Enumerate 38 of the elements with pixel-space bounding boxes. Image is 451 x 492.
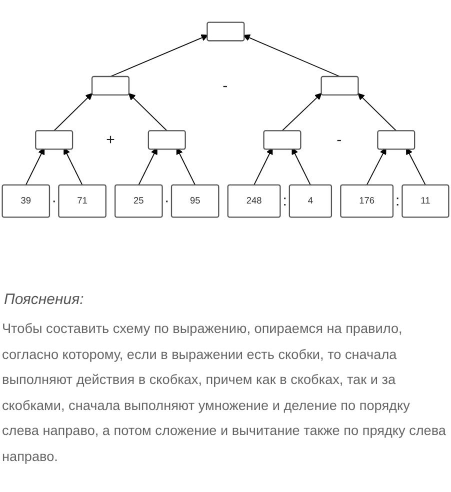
number-box: 71 (58, 184, 106, 218)
arrow (128, 93, 168, 132)
answer-box (377, 130, 416, 150)
operator-sign: - (336, 132, 342, 148)
arrow (110, 34, 208, 77)
arrow (176, 148, 196, 186)
explanation-text: Чтобы составить схему по выражению, опираемся на правило, согласно которому, если в выражении есть скобки, то сначала выполняют действия в скобках, причем как в скобках, так и за скобками, сначала выполняют умножение и деление по порядку слева направо, а потом сложение и вычитание также по прядку слева направо. (2, 320, 447, 466)
answer-box (148, 130, 186, 150)
arrow (25, 148, 45, 186)
arrow (243, 34, 340, 77)
arrow (282, 92, 322, 132)
arrow (254, 148, 273, 186)
operator-sign: + (106, 132, 115, 148)
arrow (54, 93, 93, 132)
number-box: 248 (227, 184, 281, 218)
number-box: 4 (288, 184, 332, 218)
operator-sign: : (396, 194, 400, 209)
answer-box (263, 130, 302, 150)
answer-box (91, 76, 130, 96)
operator-sign: · (164, 194, 170, 209)
operator-sign: · (52, 194, 57, 209)
answer-box (206, 22, 245, 42)
arrow (406, 148, 426, 186)
arrow (64, 148, 83, 186)
arrow (292, 148, 311, 186)
operator-sign: - (222, 78, 228, 94)
number-box: 25 (114, 184, 163, 218)
arrow (138, 148, 158, 186)
arrow (366, 148, 386, 186)
number-box: 39 (2, 184, 50, 218)
number-box: 176 (340, 184, 394, 218)
answer-box (35, 130, 74, 150)
answer-box (320, 76, 359, 96)
operator-sign: : (282, 194, 287, 209)
arrow (358, 93, 397, 132)
section-heading: Пояснения: (4, 291, 85, 308)
number-box: 11 (402, 184, 450, 218)
number-box: 95 (170, 184, 220, 218)
